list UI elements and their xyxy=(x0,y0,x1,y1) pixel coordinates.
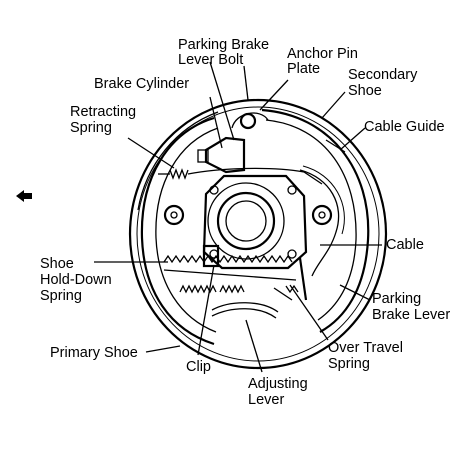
label-cable: Cable xyxy=(386,237,424,253)
label-primary-shoe: Primary Shoe xyxy=(50,345,138,361)
label-cable-guide: Cable Guide xyxy=(364,119,445,135)
label-retracting-spring: Retracting Spring xyxy=(70,104,140,136)
label-adjusting-lever: Adjusting Lever xyxy=(248,376,312,408)
adjusting-screw-spring xyxy=(163,254,297,294)
arrow-left-icon xyxy=(16,190,32,202)
hub-assembly xyxy=(202,174,308,270)
adjusting-lever xyxy=(211,302,279,319)
label-brake-cylinder: Brake Cylinder xyxy=(94,76,189,92)
anchor-pin-plate xyxy=(231,112,269,130)
clip xyxy=(202,244,220,268)
label-secondary-shoe: Secondary Shoe xyxy=(348,67,421,99)
leader-lines xyxy=(94,61,382,373)
backing-plate xyxy=(128,98,388,370)
secondary-shoe xyxy=(261,108,370,333)
label-clip: Clip xyxy=(186,359,211,375)
label-over-travel-spring: Over Travel Spring xyxy=(328,340,407,372)
label-shoe-hold-down-spring: Shoe Hold-Down Spring xyxy=(40,256,116,304)
cable xyxy=(299,165,345,277)
retracting-spring xyxy=(158,167,323,185)
primary-shoe xyxy=(140,116,219,346)
shoe-hold-down-spring xyxy=(163,204,333,226)
label-parking-brake-lever-bolt: Parking Brake Lever Bolt xyxy=(178,37,273,68)
brake-cylinder xyxy=(197,136,246,174)
label-anchor-pin-plate: Anchor Pin Plate xyxy=(287,46,362,77)
label-parking-brake-lever: Parking Brake Lever xyxy=(372,291,450,323)
